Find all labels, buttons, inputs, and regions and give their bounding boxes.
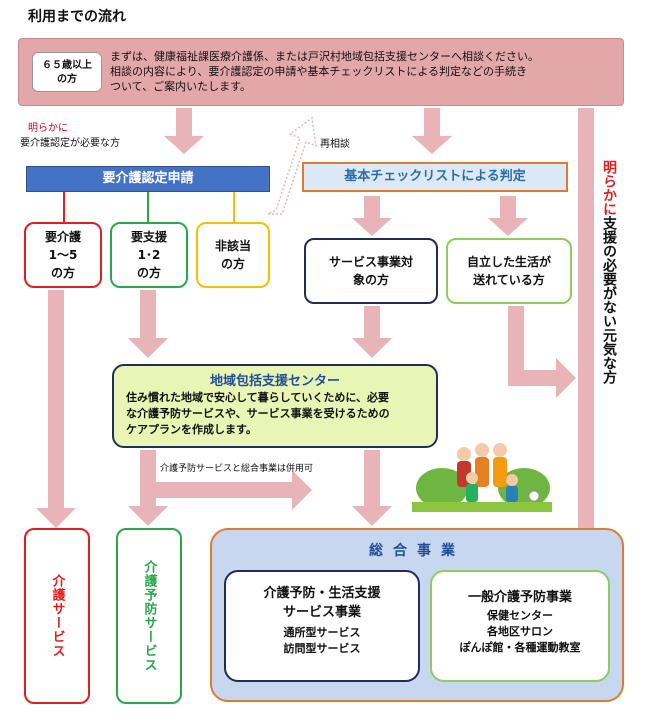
age-label-line2: の方 — [57, 74, 77, 85]
service-target-line1: サービス事業対 — [328, 255, 413, 269]
sogo-right-line1: 一般介護予防事業 — [467, 590, 572, 605]
arrow-independent — [508, 306, 576, 398]
center-line3: ケアプランを作成します。 — [126, 423, 257, 436]
independent-line2: 送れている方 — [473, 273, 545, 287]
age-label-line1: ６５歳以上 — [42, 60, 92, 71]
prevention-service-box: 介護予防サービス — [116, 528, 182, 704]
consult-text: まずは、健康福祉課医療介護係、または戸沢村地域包括支援センターへ相談ください。 … — [110, 49, 610, 94]
checklist-bar: 基本チェックリストによる判定 — [302, 162, 568, 192]
sogo-left-line1: 介護予防・生活支援 — [263, 586, 381, 601]
right-vertical-note: 明らかに支援の必要がない元気な方 — [596, 160, 620, 460]
box-service-target: サービス事業対 象の方 — [304, 238, 438, 304]
center-title: 地域包括支援センター — [209, 374, 340, 389]
consult-banner — [18, 38, 624, 106]
family-illustration — [412, 443, 552, 512]
independent-line1: 自立した生活が — [466, 255, 551, 269]
center-line1: 住み慣れた地域で安心して暮らしていくために、必要 — [126, 391, 390, 404]
arrow-combined — [156, 470, 312, 510]
support-line1: 要支援 — [130, 230, 167, 244]
care-line1: 要介護 — [44, 230, 81, 244]
sogo-right-line4: ぽんぽ館・各種運動教室 — [459, 641, 581, 654]
service-target-line2: 象の方 — [352, 273, 389, 287]
arrow-support-down — [128, 290, 168, 358]
sogo-right-line3: 各地区サロン — [487, 625, 553, 638]
na-line2: の方 — [220, 257, 245, 271]
page-title: 利用までの流れ — [28, 9, 126, 25]
box-independent: 自立した生活が 送れている方 — [446, 238, 572, 304]
reconsult-label: 再相談 — [320, 139, 350, 150]
support-line3: の方 — [136, 266, 161, 280]
center-line2: な介護予防サービスや、サービス事業を受けるための — [126, 407, 390, 420]
general-prevention-box: 一般介護予防事業 保健センター 各地区サロン ぽんぽ館・各種運動教室 — [430, 570, 610, 682]
community-center-box: 地域包括支援センター 住み慣れた地域で安心して暮らしていくために、必要 な介護予… — [112, 364, 438, 448]
sogo-title: 総合事業 — [369, 543, 465, 559]
sogo-left-line4: 訪問型サービス — [283, 642, 361, 655]
box-care-1-5: 要介護 1～5 の方 — [24, 222, 102, 288]
left-note-red: 明らかに — [28, 123, 68, 134]
arrow-care-down — [36, 290, 76, 528]
arrow-center-right — [352, 450, 392, 526]
right-note-red: 明らかに — [601, 160, 617, 216]
arrow-center-left — [128, 450, 168, 526]
certification-bar: 要介護認定申請 — [26, 166, 270, 192]
sogo-left-line3: 通所型サービス — [283, 626, 361, 639]
support-line2: 1･2 — [137, 248, 161, 262]
center-text: 住み慣れた地域で安心して暮らしていくために、必要 な介護予防サービスや、サービス… — [126, 390, 432, 438]
comprehensive-program-box: 総合事業 介護予防・生活支援 サービス事業 通所型サービス 訪問型サービス 一般… — [210, 528, 624, 702]
age-badge: ６５歳以上 の方 — [32, 52, 102, 92]
prevention-service-label: 介護予防サービス — [141, 560, 157, 672]
right-note-black: 支援の必要がない元気な方 — [601, 216, 617, 384]
arrow-service-down — [352, 306, 392, 358]
care-line3: の方 — [50, 266, 75, 280]
arrow-top-to-checklist — [412, 108, 452, 154]
arrow-right-long — [566, 108, 606, 580]
prevention-life-support-box: 介護予防・生活支援 サービス事業 通所型サービス 訪問型サービス — [224, 570, 420, 682]
care-line2: 1～5 — [48, 248, 78, 262]
consult-line1: まずは、健康福祉課医療介護係、または戸沢村地域包括支援センターへ相談ください。 — [110, 50, 539, 63]
arrow-reconsult — [267, 116, 317, 215]
na-line1: 非該当 — [214, 239, 251, 253]
sogo-right-line2: 保健センター — [487, 609, 553, 622]
arrow-check-left — [352, 196, 392, 236]
arrow-check-right — [488, 196, 528, 236]
combined-note: 介護予防サービスと総合事業は併用可 — [160, 464, 314, 474]
sogo-left-line2: サービス事業 — [282, 605, 361, 620]
box-not-applicable: 非該当 の方 — [196, 222, 270, 288]
consult-line2: 相談の内容により、要介護認定の申請や基本チェックリストによる判定などの手続き — [110, 65, 528, 78]
box-support-1-2: 要支援 1･2 の方 — [110, 222, 188, 288]
care-service-label: 介護サービス — [49, 574, 65, 658]
arrow-top-to-certification — [164, 108, 204, 154]
consult-line3: ついて、ご案内いたします。 — [110, 80, 252, 93]
care-service-box: 介護サービス — [24, 528, 90, 704]
left-note-text: 要介護認定が必要な方 — [20, 138, 120, 149]
